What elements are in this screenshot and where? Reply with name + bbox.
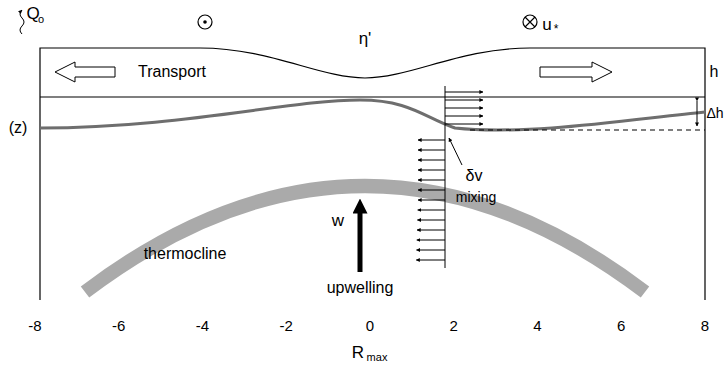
friction-subscript: * (554, 23, 559, 35)
velocity-arrows (416, 92, 483, 260)
sea-surface (40, 48, 705, 300)
transport-arrow (55, 62, 115, 82)
axis-tick: -2 (280, 318, 293, 333)
depth-label: (z) (9, 120, 28, 136)
velocity-arrow (445, 116, 483, 117)
upwelling-label: upwelling (327, 280, 394, 296)
velocity-arrow (418, 190, 445, 191)
velocity-arrow (445, 92, 483, 93)
friction-velocity: u (542, 16, 551, 33)
thermocline-label: thermocline (144, 246, 227, 262)
flux-symbol: Q (26, 5, 39, 22)
dimension-label: Δh (706, 106, 723, 120)
axis-tick: 0 (366, 318, 374, 333)
surface-elevation: η' (359, 30, 372, 47)
dimension-arrow (697, 101, 698, 126)
velocity-arrow (418, 200, 445, 201)
shear-label: δv (466, 168, 483, 184)
velocity-arrow (417, 220, 445, 221)
velocity-arrow (416, 260, 445, 261)
mixed-layer-line (40, 96, 705, 97)
transport-arrow (540, 62, 612, 82)
upwelling-arrow (358, 206, 363, 272)
velocity-arrow (418, 160, 445, 161)
leader-arrow (449, 138, 462, 165)
velocity-arrow (418, 210, 445, 211)
heat-flux-arrow (20, 10, 24, 34)
velocity-arrow (418, 170, 445, 171)
axis-title: R (352, 344, 364, 361)
wind-in-symbol (523, 15, 537, 29)
axis-tick: -6 (112, 318, 125, 333)
wind-out-dot (203, 20, 207, 24)
velocity-arrow (417, 230, 445, 231)
axis-tick: 6 (617, 318, 625, 333)
velocity-arrow (445, 108, 483, 109)
layer-depth-label: h (710, 64, 719, 80)
axis-tick: -4 (196, 318, 209, 333)
wind-out-symbol (198, 15, 212, 29)
mixing-label: mixing (456, 190, 496, 204)
axis-tick: -8 (28, 318, 41, 333)
velocity-arrow (417, 250, 446, 251)
axis-subscript: max (367, 352, 388, 363)
velocity-arrow (418, 150, 445, 151)
axis-tick: 4 (533, 318, 541, 333)
velocity-arrow (417, 240, 445, 241)
velocity-arrow (418, 180, 445, 181)
wind-in-cross (525, 17, 535, 27)
transport-label: Transport (138, 64, 206, 80)
velocity-arrow (445, 124, 483, 125)
flux-subscript: o (38, 14, 44, 25)
dashed-reference (470, 130, 705, 131)
velocity-arrow (418, 140, 445, 141)
velocity-arrow (445, 100, 483, 101)
axis-tick: 2 (450, 318, 458, 333)
mixed-layer-depth (40, 100, 705, 130)
thermocline-band (85, 186, 645, 292)
axis-tick: 8 (701, 318, 709, 333)
vertical-velocity-label: w (332, 212, 344, 229)
velocity-profile-axis (445, 86, 446, 268)
